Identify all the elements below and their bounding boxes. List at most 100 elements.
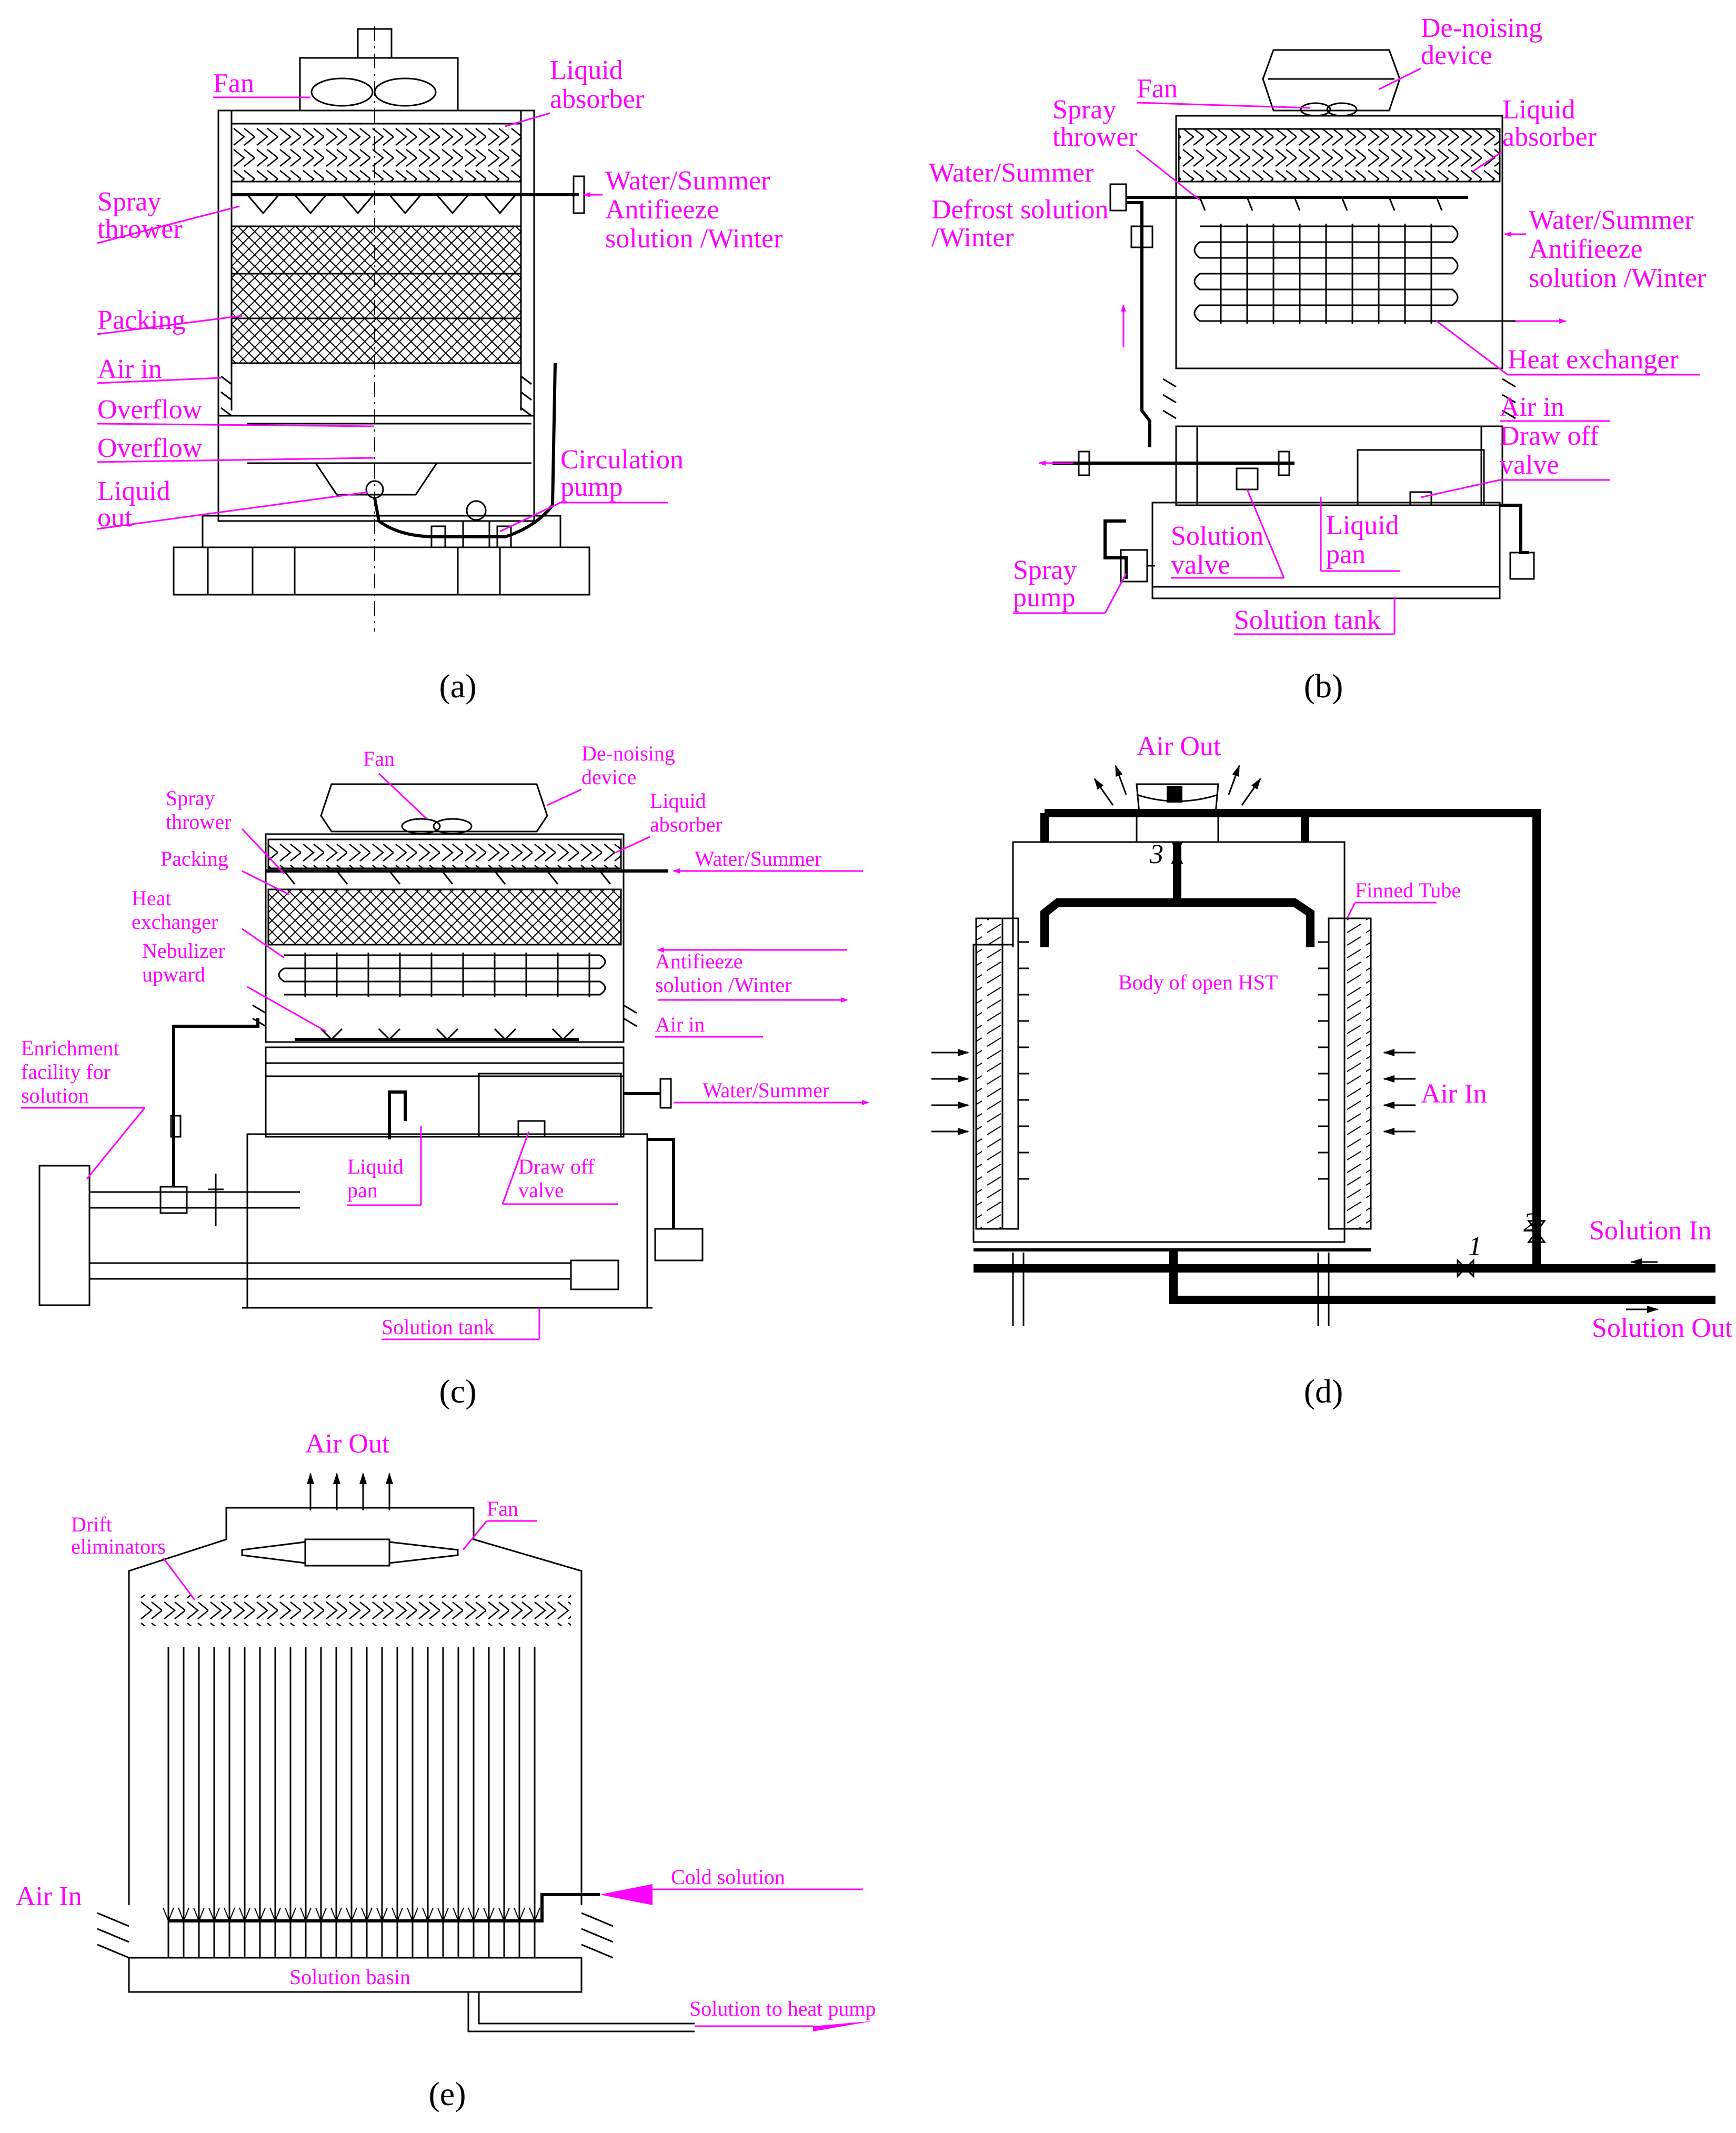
- panel-e: Air Out Fan Drift eliminators Air In Col…: [16, 1429, 876, 2112]
- label-b-liquid-pan-1: Liquid: [1326, 510, 1399, 540]
- labels-b: De-noising device Fan Spray thrower Liqu…: [929, 13, 1706, 635]
- tower-d-drawing: [931, 765, 1715, 1326]
- caption-b: (b): [1304, 667, 1343, 705]
- label-e-air-out: Air Out: [305, 1429, 390, 1459]
- tower-a-drawing: [173, 26, 590, 632]
- label-b-defrost-2: /Winter: [931, 223, 1014, 253]
- label-d-body: Body of open HST: [1118, 970, 1278, 994]
- label-b-liquid-absorber-2: absorber: [1502, 122, 1597, 152]
- label-c-air-in: Air in: [655, 1013, 705, 1036]
- label-b-spray-1: Spray: [1052, 95, 1116, 125]
- label-c-denoise-1: De-noising: [581, 742, 675, 765]
- labels-d: Air Out Finned Tube Body of open HST Air…: [1118, 732, 1733, 1343]
- panel-d: Air Out Finned Tube Body of open HST Air…: [931, 732, 1733, 1410]
- label-d-finned-tube: Finned Tube: [1355, 878, 1461, 902]
- fill-sheets: [163, 1647, 540, 1958]
- label-c-drawoff-2: valve: [518, 1178, 564, 1202]
- label-a-pump-2: pump: [560, 472, 623, 502]
- label-b-liquid-pan-2: pan: [1326, 539, 1366, 569]
- tower-e-drawing: [97, 1473, 874, 2032]
- label-d-solution-in: Solution In: [1589, 1216, 1712, 1246]
- label-e-drift-1: Drift: [71, 1513, 112, 1536]
- label-a-antifreeze: Antifieeze: [605, 195, 719, 225]
- label-b-heat-exchanger: Heat exchanger: [1508, 345, 1679, 375]
- label-a-liquid-out-1: Liquid: [97, 476, 170, 506]
- label-c-water-summer-bot: Water/Summer: [703, 1078, 829, 1102]
- labels-e: Air Out Fan Drift eliminators Air In Col…: [16, 1429, 876, 2027]
- label-c-solution-winter: solution /Winter: [655, 973, 791, 997]
- label-e-solution-to-hp: Solution to heat pump: [689, 1997, 876, 2020]
- label-b-drawoff-2: valve: [1500, 450, 1559, 480]
- label-c-enrich-3: solution: [21, 1084, 89, 1107]
- label-a-air-in: Air in: [97, 354, 162, 384]
- labels-c: Fan De-noising device Spray thrower Liqu…: [21, 742, 869, 1340]
- label-c-water-summer-top: Water/Summer: [695, 847, 821, 870]
- label-b-denoise-1: De-noising: [1421, 13, 1542, 43]
- label-a-overflow-2: Overflow: [97, 433, 203, 463]
- label-b-spray-2: thrower: [1052, 122, 1138, 152]
- label-b-air-in: Air in: [1500, 392, 1564, 422]
- label-b-antifreeze: Antifieeze: [1529, 234, 1643, 264]
- label-c-nebulizer-1: Nebulizer: [142, 939, 225, 963]
- label-c-fan: Fan: [363, 747, 395, 770]
- label-b-defrost-1: Defrost solution: [931, 195, 1109, 225]
- label-b-liquid-absorber-1: Liquid: [1502, 95, 1576, 125]
- caption-c: (c): [439, 1373, 476, 1410]
- caption-a: (a): [439, 667, 476, 705]
- panel-a: Fan Liquid absorber Water/Summer Antifie…: [97, 26, 782, 705]
- label-a-overflow-1: Overflow: [97, 395, 203, 425]
- label-c-denoise-2: device: [581, 765, 636, 789]
- label-e-solution-basin: Solution basin: [289, 1965, 410, 1989]
- label-b-solution-winter: solution /Winter: [1529, 263, 1706, 293]
- caption-e: (e): [428, 2075, 466, 2112]
- label-c-enrich-1: Enrichment: [21, 1036, 119, 1060]
- labels-a: Fan Liquid absorber Water/Summer Antifie…: [97, 55, 782, 533]
- tower-b-drawing: [1052, 49, 1535, 599]
- label-c-antifreeze: Antifieeze: [655, 949, 743, 973]
- label-c-heat-2: exchanger: [132, 910, 218, 934]
- label-c-spray-1: Spray: [166, 786, 215, 810]
- label-c-enrich-2: facility for: [21, 1060, 111, 1084]
- label-a-spray-1: Spray: [97, 187, 161, 217]
- label-e-drift-2: eliminators: [71, 1535, 166, 1558]
- label-b-spray-pump-2: pump: [1013, 583, 1075, 613]
- label-d-valve-2: 2: [1523, 1208, 1537, 1238]
- label-c-solution-tank: Solution tank: [382, 1315, 494, 1339]
- label-b-water-summer-right: Water/Summer: [1529, 205, 1694, 235]
- label-b-drawoff-1: Draw off: [1500, 421, 1599, 451]
- label-d-air-out: Air Out: [1137, 732, 1221, 762]
- label-b-fan: Fan: [1137, 74, 1178, 104]
- label-c-drawoff-1: Draw off: [518, 1155, 595, 1178]
- label-b-denoise-2: device: [1421, 41, 1492, 71]
- label-b-spray-pump-1: Spray: [1013, 555, 1077, 585]
- tower-c-drawing: [38, 783, 704, 1309]
- label-a-water-summer: Water/Summer: [605, 166, 770, 196]
- label-a-solution-winter: solution /Winter: [605, 224, 782, 254]
- label-a-liquid-absorber-2: absorber: [550, 84, 644, 114]
- label-c-nebulizer-2: upward: [142, 963, 205, 986]
- label-b-solution-valve-1: Solution: [1171, 521, 1263, 551]
- label-c-packing: Packing: [160, 847, 228, 870]
- panel-c: Fan De-noising device Spray thrower Liqu…: [21, 742, 869, 1410]
- label-c-heat-1: Heat: [132, 886, 172, 910]
- label-b-solution-tank: Solution tank: [1234, 605, 1381, 635]
- label-b-water-summer: Water/Summer: [929, 158, 1094, 188]
- label-a-fan: Fan: [213, 68, 254, 98]
- label-b-solution-valve-2: valve: [1171, 550, 1230, 580]
- panel-b: De-noising device Fan Spray thrower Liqu…: [929, 13, 1706, 705]
- label-e-cold-solution: Cold solution: [671, 1865, 785, 1889]
- label-d-air-in: Air In: [1421, 1079, 1487, 1109]
- label-a-liquid-absorber-1: Liquid: [550, 55, 623, 85]
- label-a-pump-1: Circulation: [560, 445, 684, 475]
- label-c-liquid-pan-1: Liquid: [347, 1155, 404, 1178]
- label-c-liquid-absorber-2: absorber: [650, 813, 723, 836]
- label-a-packing: Packing: [97, 305, 186, 335]
- label-c-spray-2: thrower: [166, 810, 231, 834]
- label-d-valve-3: 3: [1149, 839, 1163, 869]
- label-d-solution-out: Solution Out: [1592, 1313, 1733, 1343]
- label-e-air-in: Air In: [16, 1881, 82, 1911]
- label-c-liquid-pan-2: pan: [347, 1178, 378, 1202]
- caption-d: (d): [1304, 1373, 1343, 1410]
